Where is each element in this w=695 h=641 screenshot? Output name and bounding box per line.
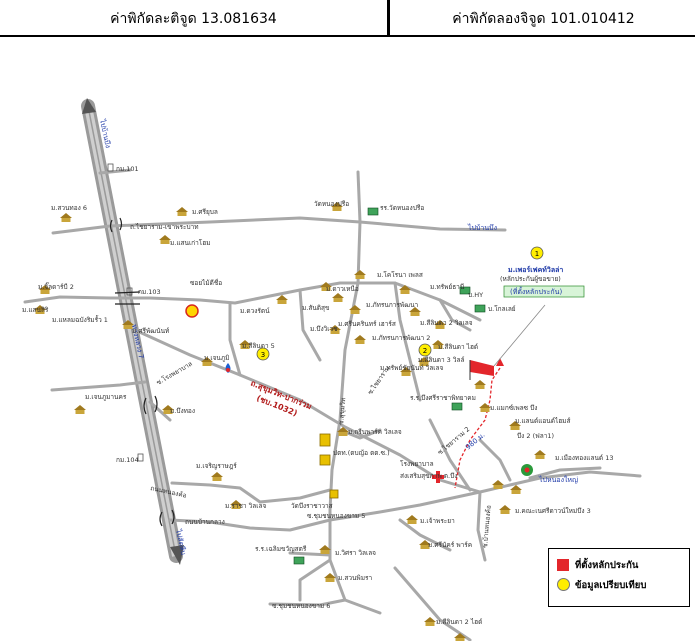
- marker-1[interactable]: 1: [530, 246, 544, 260]
- target-leader-line: [493, 304, 546, 367]
- svg-text:ม.สวนทอง 6: ม.สวนทอง 6: [51, 204, 87, 212]
- map-legend: ที่ตั้งหลักประกัน ข้อมูลเปรียบเทียบ: [548, 548, 690, 607]
- svg-text:ซ.บ้านหนองค้อ: ซ.บ้านหนองค้อ: [481, 505, 493, 548]
- svg-text:ม.ศรีนัคร์ พาร์ค: ม.ศรีนัคร์ พาร์ค: [428, 541, 472, 549]
- svg-text:วัดบึงราชาวาส: วัดบึงราชาวาส: [291, 502, 333, 510]
- svg-text:ม.บึงวิเวช: ม.บึงวิเวช: [310, 325, 338, 333]
- svg-text:ม.วิศรา วิลเลจ: ม.วิศรา วิลเลจ: [335, 549, 376, 557]
- km-post-icons: [107, 163, 144, 462]
- svg-text:ส่งเสริมสุขภาพ ต.บึง: ส่งเสริมสุขภาพ ต.บึง: [400, 472, 457, 480]
- svg-text:ม.บึงทอง: ม.บึงทอง: [170, 407, 195, 415]
- svg-text:ม.ภัทรนการพัฒนา: ม.ภัทรนการพัฒนา: [366, 301, 419, 309]
- svg-text:ม.ราชา วิลเลจ: ม.ราชา วิลเลจ: [225, 502, 266, 510]
- temple-icon: [319, 433, 339, 499]
- shell-station-icon: [185, 304, 199, 318]
- svg-text:ปตท.(ตบญ้อ ตต.ซ.): ปตท.(ตบญ้อ ตต.ซ.): [333, 449, 390, 457]
- target-name: ม.เพอร์เฟคท์วิลล่า: [508, 265, 563, 274]
- svg-text:รร.วัดหนองปรือ: รร.วัดหนองปรือ: [380, 204, 424, 212]
- latitude-label: ค่าพิกัดละติจูด 13.081634: [110, 11, 277, 27]
- highway-7: [81, 98, 184, 565]
- coordinate-header: ค่าพิกัดละติจูด 13.081634 ค่าพิกัดลองจิจ…: [0, 0, 695, 37]
- marker-2-number: 2: [423, 347, 427, 355]
- svg-text:ร.ร.เฉลิมขวัญสตรี: ร.ร.เฉลิมขวัญสตรี: [255, 545, 307, 553]
- svg-text:ม.ดาวเหนือ: ม.ดาวเหนือ: [326, 285, 359, 293]
- marker-3[interactable]: 3: [256, 347, 270, 361]
- target-link-box[interactable]: [503, 285, 585, 298]
- svg-text:ซ.ชุมชนหนองขาม 5: ซ.ชุมชนหนองขาม 5: [307, 512, 365, 520]
- svg-text:ม.โคโรนา เพลส: ม.โคโรนา เพลส: [377, 271, 423, 279]
- svg-text:ม.แสนสิริ: ม.แสนสิริ: [22, 306, 49, 314]
- svg-text:ม.สีลินดา 5: ม.สีลินดา 5: [242, 342, 275, 350]
- svg-text:ม.แสนเก่าโฮม: ม.แสนเก่าโฮม: [170, 239, 211, 247]
- legend-yellow-dot-icon: [557, 578, 570, 591]
- svg-text:ม.ทรัพย์ชัยนันท์ วิลเลจ: ม.ทรัพย์ชัยนันท์ วิลเลจ: [380, 364, 444, 372]
- svg-text:กม.103: กม.103: [138, 288, 161, 296]
- legend-red-square-icon: [557, 559, 569, 571]
- school-icon: [293, 207, 486, 565]
- svg-text:กม.101: กม.101: [116, 165, 139, 173]
- svg-text:ซ.โรงพยาบาล: ซ.โรงพยาบาล: [155, 360, 194, 387]
- svg-text:ถนนบ้านกลาง: ถนนบ้านกลาง: [185, 518, 225, 526]
- svg-text:ม.สีลินดา 2 วิลเลจ: ม.สีลินดา 2 วิลเลจ: [420, 319, 473, 327]
- marker-2[interactable]: 2: [418, 343, 432, 357]
- longitude-label: ค่าพิกัดลองจิจูด 101.010412: [452, 11, 635, 27]
- svg-text:วัดหนองปรือ: วัดหนองปรือ: [314, 200, 349, 208]
- legend-compare-label: ข้อมูลเปรียบเทียบ: [575, 580, 647, 591]
- svg-text:ม.เมืองทองแลนด์ 13: ม.เมืองทองแลนด์ 13: [555, 454, 613, 462]
- svg-text:ม.สีลินดา 3 วิลล์: ม.สีลินดา 3 วิลล์: [418, 356, 465, 364]
- svg-text:ม.ศรีพัฒนันท์: ม.ศรีพัฒนันท์: [132, 327, 169, 335]
- svg-text:ซ.ชุมชนหนองขาม 6: ซ.ชุมชนหนองขาม 6: [272, 602, 330, 610]
- target-link[interactable]: (ที่ตั้งหลักประกัน): [510, 285, 562, 296]
- svg-text:ม.เจริญราษฎร์: ม.เจริญราษฎร์: [196, 462, 237, 470]
- svg-text:ซ.สุขุมวิท: ซ.สุขุมวิท: [337, 397, 347, 425]
- svg-text:ม.ภัทรนการพัฒนา 2: ม.ภัทรนการพัฒนา 2: [372, 334, 430, 342]
- svg-text:ซ.ไชยาราม: ซ.ไชยาราม: [366, 364, 392, 396]
- svg-text:ม.สันติสุข: ม.สันติสุข: [302, 304, 329, 312]
- svg-text:ม.ศรีนครินทร์ เฮาร์ส: ม.ศรีนครินทร์ เฮาร์ส: [338, 320, 396, 328]
- route-to-target: [454, 367, 501, 489]
- svg-text:กม.104: กม.104: [116, 456, 139, 464]
- svg-text:ม.แมกซ์เพลซ บึง: ม.แมกซ์เพลซ บึง: [490, 404, 537, 412]
- svg-text:บ.HY: บ.HY: [468, 291, 483, 299]
- svg-text:ม.เจนภูมิ: ม.เจนภูมิ: [204, 354, 229, 362]
- svg-text:ม.แลนด์แอนด์ไฮมส์: ม.แลนด์แอนด์ไฮมส์: [515, 417, 570, 425]
- overpass-icons: [109, 217, 175, 527]
- svg-text:บ.โกลเลย์: บ.โกลเลย์: [488, 305, 516, 313]
- svg-text:ซอยไม้ดีชื่อ: ซอยไม้ดีชื่อ: [190, 278, 222, 287]
- svg-text:ม.สีลินดา ไฮด์: ม.สีลินดา ไฮด์: [438, 343, 478, 351]
- hospital-icon: [432, 471, 444, 483]
- route-arrow-icon: [496, 358, 504, 366]
- svg-text:ม.กรีนพาร์ค วิลเลจ: ม.กรีนพาร์ค วิลเลจ: [348, 428, 402, 436]
- target-flag-icon[interactable]: [470, 360, 494, 376]
- svg-text:ม.เจนภูมานคร: ม.เจนภูมานคร: [85, 393, 127, 401]
- svg-text:ม.สีลินดา 2 ไฮด์: ม.สีลินดา 2 ไฮด์: [436, 618, 482, 626]
- header-divider: [387, 0, 390, 35]
- svg-text:ม.จิ๊ลดาร์บี 2: ม.จิ๊ลดาร์บี 2: [38, 282, 74, 291]
- village-icons: [34, 202, 546, 641]
- svg-text:ม.คณะเนศรีดาวน์ใหม่บึง 3: ม.คณะเนศรีดาวน์ใหม่บึง 3: [515, 507, 591, 515]
- svg-text:ม.ทรัพย์ธานี: ม.ทรัพย์ธานี: [430, 283, 465, 291]
- ptt-station-icon: [225, 363, 231, 373]
- park-icon: [521, 464, 533, 476]
- svg-text:ม.สวนพิมรา: ม.สวนพิมรา: [338, 574, 372, 582]
- svg-text:ถ.ไชยาราม-เขาพระบาท: ถ.ไชยาราม-เขาพระบาท: [130, 223, 199, 231]
- marker-3-number: 3: [261, 351, 265, 359]
- svg-text:โรงพยาบาล: โรงพยาบาล: [400, 460, 434, 468]
- svg-text:ร.ร.บึงศรีราชาพิทยาคม: ร.ร.บึงศรีราชาพิทยาคม: [410, 394, 476, 402]
- svg-text:ม.เจ้าพระยา: ม.เจ้าพระยา: [420, 517, 455, 525]
- svg-text:ม.ศรียุบล: ม.ศรียุบล: [192, 208, 218, 216]
- legend-target-label: ที่ตั้งหลักประกัน: [575, 560, 639, 571]
- svg-text:บึง 2 (ฟลา1): บึง 2 (ฟลา1): [517, 432, 554, 440]
- svg-text:ม.ดวงรัตน์: ม.ดวงรัตน์: [240, 307, 270, 315]
- target-note: (หลักประกันผู้ขอขาย): [500, 275, 561, 283]
- to-nongyai-label: ไปหนองใหญ่: [538, 475, 578, 484]
- to-banthai-label: ไปบ้านบึง: [467, 223, 497, 232]
- svg-text:ม.แหลมฉบังริมรั้ว 1: ม.แหลมฉบังริมรั้ว 1: [52, 315, 108, 324]
- marker-1-number: 1: [535, 250, 539, 258]
